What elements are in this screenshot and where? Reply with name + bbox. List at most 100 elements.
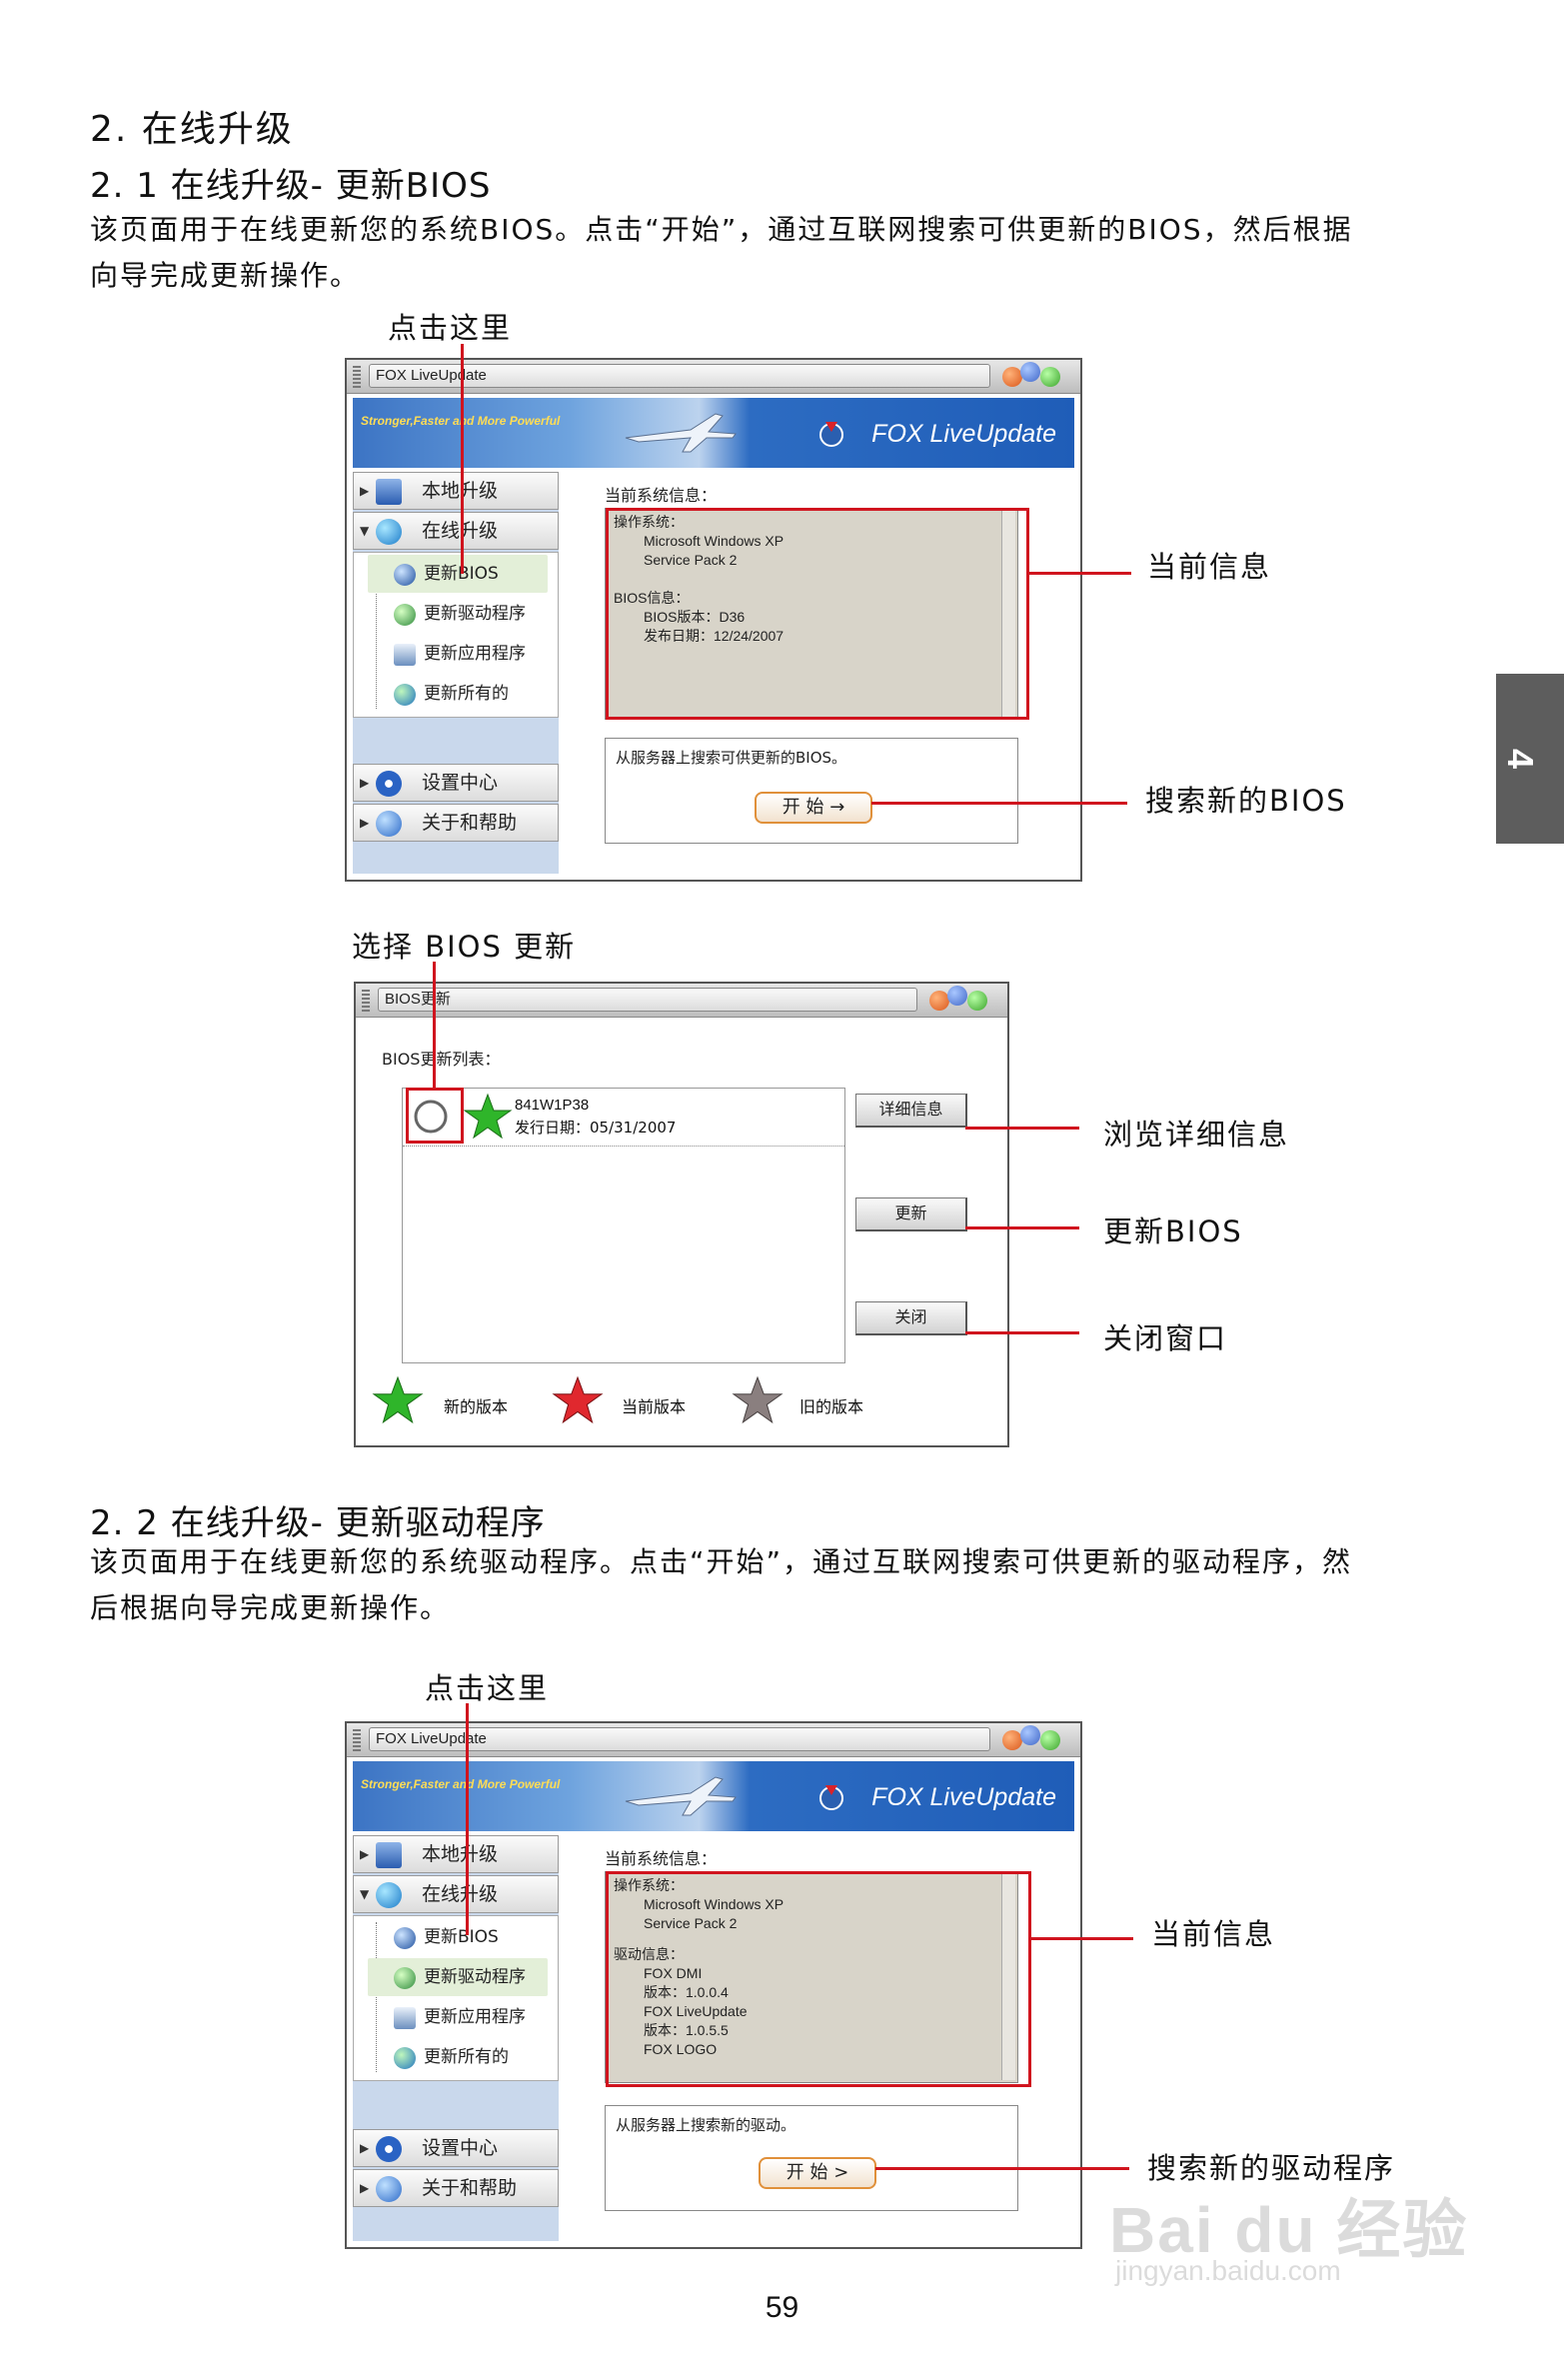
nav-label: 本地升级 (422, 1843, 499, 1865)
nav-local-upgrade[interactable]: ▶ 本地升级 (353, 1835, 559, 1873)
fox-logo-icon (819, 1785, 843, 1810)
update-button[interactable]: 更新 (855, 1197, 967, 1231)
chapter-tab: 4 (1496, 674, 1564, 844)
callout-click-here: 点击这里 (425, 1671, 550, 1705)
paragraph-line: 该页面用于在线更新您的系统驱动程序。点击“开始”，通过互联网搜索可供更新的驱动程… (90, 1545, 1353, 1578)
callout-update-bios: 更新BIOS (1103, 1214, 1243, 1248)
online-submenu: 更新BIOS 更新驱动程序 更新应用程序 更新所有的 (353, 552, 559, 718)
computer-icon (376, 479, 402, 505)
title-bar: BIOS更新 (356, 984, 1007, 1018)
callout-close-window: 关闭窗口 (1103, 1321, 1228, 1355)
airplane-icon (625, 413, 737, 453)
info-line: 版本：1.0.5.5 (644, 2022, 729, 2038)
minimize-button[interactable] (1002, 367, 1022, 387)
caret-down-icon: ▼ (360, 1887, 370, 1901)
info-line: Microsoft Windows XP (644, 533, 784, 549)
start-label: 开 始 (782, 797, 824, 818)
list-item[interactable]: 841W1P38 发行日期：05/31/2007 (403, 1089, 844, 1147)
callout-line (965, 1331, 1079, 1334)
radio-circle-icon[interactable] (413, 1099, 449, 1135)
list-label: BIOS更新列表： (382, 1050, 501, 1069)
nav-label: 设置中心 (422, 772, 499, 794)
close-button[interactable] (1040, 1730, 1060, 1750)
info-title: 当前系统信息： (605, 1849, 718, 1868)
subitem-label: 更新应用程序 (424, 2007, 526, 2027)
scrollbar[interactable] (1001, 511, 1015, 717)
subitem-label: 更新驱动程序 (424, 604, 526, 624)
system-info-box: 操作系统： Microsoft Windows XP Service Pack … (605, 1871, 1018, 2083)
help-button[interactable] (1020, 1725, 1040, 1745)
legend-current: 当前版本 (622, 1397, 687, 1416)
window-controls (1002, 362, 1072, 390)
sidebar: ▶ 本地升级 ▼ 在线升级 更新BIOS 更新驱动程序 更新应用程序 (353, 472, 559, 874)
paragraph-line: 向导完成更新操作。 (90, 259, 361, 292)
info-line: 发布日期：12/24/2007 (644, 628, 784, 644)
window-controls (929, 986, 999, 1014)
system-info-box: 操作系统： Microsoft Windows XP Service Pack … (605, 508, 1018, 720)
scrollbar[interactable] (1001, 1874, 1015, 2080)
star-old-icon (732, 1375, 783, 1424)
nav-local-upgrade[interactable]: ▶ 本地升级 (353, 472, 559, 510)
close-button[interactable] (1040, 367, 1060, 387)
driver-globe-icon (394, 1967, 416, 1989)
chapter-number: 4 (1500, 748, 1542, 770)
title-bar: FOX LiveUpdate (347, 360, 1080, 394)
earth-icon (394, 684, 416, 706)
banner-slogan: Stronger,Faster and More Powerful (361, 1777, 561, 1791)
callout-line (1031, 1937, 1133, 1940)
action-text: 从服务器上搜索新的驱动。 (616, 2116, 796, 2134)
minimize-button[interactable] (929, 991, 949, 1011)
help-button[interactable] (1020, 362, 1040, 382)
subitem-update-all[interactable]: 更新所有的 (368, 675, 548, 713)
globe-icon (376, 519, 402, 545)
airplane-icon (625, 1776, 737, 1816)
info-line: Service Pack 2 (644, 1915, 738, 1931)
subitem-update-app[interactable]: 更新应用程序 (368, 635, 548, 673)
start-button[interactable]: 开 始 > (759, 2157, 876, 2189)
info-line: Microsoft Windows XP (644, 1896, 784, 1912)
nav-label: 关于和帮助 (422, 812, 518, 834)
callout-line (466, 1703, 469, 1935)
callout-search-bios: 搜索新的BIOS (1145, 784, 1347, 818)
close-dialog-button[interactable]: 关闭 (855, 1301, 967, 1335)
nav-about-help[interactable]: ▶ 关于和帮助 (353, 2169, 559, 2207)
info-line: 驱动信息： (614, 1946, 684, 1962)
nav-online-upgrade[interactable]: ▼ 在线升级 (353, 512, 559, 550)
subitem-update-driver[interactable]: 更新驱动程序 (368, 1958, 548, 1996)
nav-settings[interactable]: ▶ 设置中心 (353, 2129, 559, 2167)
grip-icon (362, 990, 370, 1012)
nav-settings[interactable]: ▶ 设置中心 (353, 764, 559, 802)
caret-down-icon: ▼ (360, 524, 370, 538)
paragraph-driver: 该页面用于在线更新您的系统驱动程序。点击“开始”，通过互联网搜索可供更新的驱动程… (90, 1539, 1479, 1631)
callout-click-here: 点击这里 (388, 311, 513, 345)
help-button[interactable] (947, 986, 967, 1006)
caret-right-icon: ▶ (360, 776, 370, 790)
bios-list: 841W1P38 发行日期：05/31/2007 (402, 1088, 845, 1363)
minimize-button[interactable] (1002, 1730, 1022, 1750)
start-button[interactable]: 开 始 → (755, 792, 872, 824)
subitem-update-bios[interactable]: 更新BIOS (368, 1918, 548, 1956)
caret-right-icon: ▶ (360, 1847, 370, 1861)
subitem-update-all[interactable]: 更新所有的 (368, 2038, 548, 2076)
subitem-update-app[interactable]: 更新应用程序 (368, 1998, 548, 2036)
callout-current-info: 当前信息 (1151, 1917, 1276, 1951)
subitem-label: 更新所有的 (424, 684, 509, 704)
subitem-update-bios[interactable]: 更新BIOS (368, 555, 548, 593)
watermark-url: jingyan.baidu.com (1115, 2255, 1341, 2286)
banner: Stronger,Faster and More Powerful FOX Li… (353, 1761, 1074, 1831)
help-icon (376, 811, 402, 837)
nav-online-upgrade[interactable]: ▼ 在线升级 (353, 1875, 559, 1913)
bios-globe-icon (394, 1927, 416, 1949)
info-line: BIOS信息： (614, 590, 690, 606)
start-label: 开 始 (785, 2162, 828, 2183)
highlight-current-info (606, 1871, 1031, 2087)
online-submenu: 更新BIOS 更新驱动程序 更新应用程序 更新所有的 (353, 1915, 559, 2081)
close-button[interactable] (967, 991, 987, 1011)
page-number: 59 (765, 2291, 799, 2324)
subsection-heading-bios: 2. 1 在线升级- 更新BIOS (90, 166, 492, 206)
subitem-update-driver[interactable]: 更新驱动程序 (368, 595, 548, 633)
legend-new: 新的版本 (444, 1397, 509, 1416)
details-button[interactable]: 详细信息 (855, 1094, 967, 1128)
callout-search-driver: 搜索新的驱动程序 (1147, 2151, 1396, 2185)
nav-about-help[interactable]: ▶ 关于和帮助 (353, 804, 559, 842)
